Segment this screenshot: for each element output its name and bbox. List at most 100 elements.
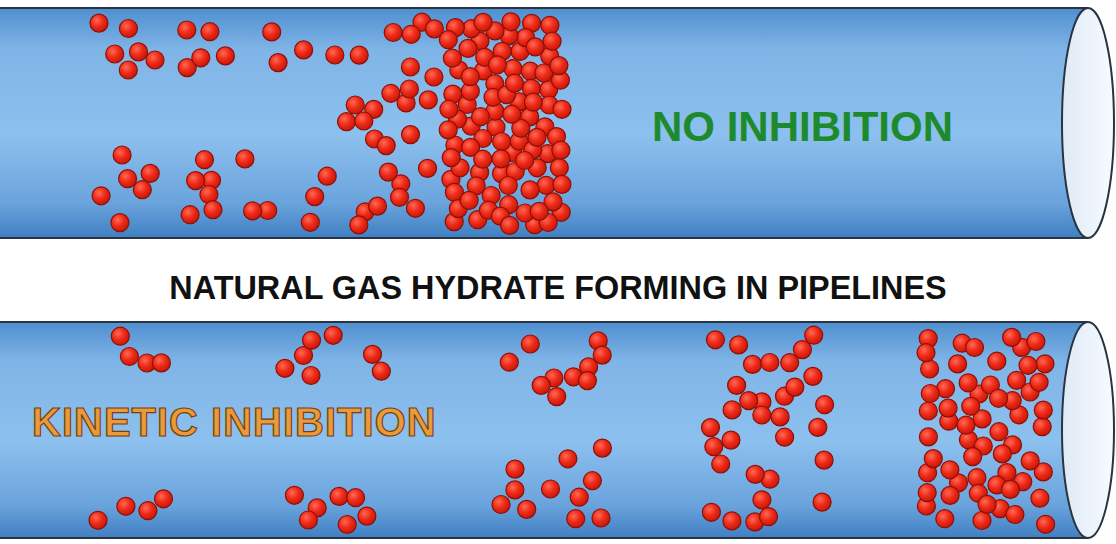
hydrate-particle bbox=[771, 408, 789, 426]
hydrate-particle bbox=[301, 213, 319, 231]
hydrate-particle bbox=[723, 401, 741, 419]
hydrate-particle bbox=[302, 367, 320, 385]
hydrate-particle bbox=[372, 362, 390, 380]
hydrate-particle bbox=[813, 493, 831, 511]
hydrate-particle bbox=[964, 448, 982, 466]
hydrate-particle bbox=[306, 188, 324, 206]
hydrate-particle bbox=[706, 331, 724, 349]
hydrate-particle bbox=[285, 486, 303, 504]
hydrate-particle bbox=[204, 201, 222, 219]
hydrate-particle bbox=[303, 331, 321, 349]
pipe-body bbox=[0, 8, 1088, 238]
hydrate-particle bbox=[92, 187, 110, 205]
hydrate-particle bbox=[1027, 333, 1045, 351]
hydrate-particle bbox=[276, 359, 294, 377]
hydrate-particle bbox=[402, 126, 420, 144]
hydrate-particle bbox=[384, 24, 402, 42]
hydrate-particle bbox=[379, 163, 397, 181]
hydrate-particle bbox=[119, 20, 137, 38]
hydrate-particle bbox=[263, 23, 281, 41]
hydrate-particle bbox=[1021, 452, 1039, 470]
hydrate-particle bbox=[593, 346, 611, 364]
hydrate-particle bbox=[419, 91, 437, 109]
hydrate-particle bbox=[919, 428, 937, 446]
hydrate-particle bbox=[425, 68, 443, 86]
hydrate-particle bbox=[146, 51, 164, 69]
hydrate-particle bbox=[111, 214, 129, 232]
hydrate-particle bbox=[492, 150, 510, 168]
hydrate-particle bbox=[1001, 480, 1019, 498]
hydrate-particle bbox=[439, 121, 457, 139]
pipe-label: NO INHIBITION bbox=[652, 106, 953, 148]
hydrate-particle bbox=[474, 150, 492, 168]
hydrate-particle bbox=[702, 503, 720, 521]
hydrate-particle bbox=[440, 100, 458, 118]
hydrate-particle bbox=[1037, 515, 1055, 533]
hydrate-particle bbox=[192, 49, 210, 67]
hydrate-particle bbox=[120, 348, 138, 366]
hydrate-particle bbox=[506, 460, 524, 478]
hydrate-particle bbox=[133, 181, 151, 199]
hydrate-particle bbox=[973, 512, 991, 530]
hydrate-particle bbox=[966, 339, 984, 357]
hydrate-particle bbox=[918, 484, 936, 502]
hydrate-particle bbox=[1034, 401, 1052, 419]
hydrate-particle bbox=[505, 74, 523, 92]
hydrate-particle bbox=[593, 439, 611, 457]
pipe-kinetic-inhibition: KINETIC INHIBITION bbox=[0, 318, 1116, 544]
hydrate-particle bbox=[532, 376, 550, 394]
hydrate-particle bbox=[201, 23, 219, 41]
hydrate-particle bbox=[815, 451, 833, 469]
hydrate-particle bbox=[443, 49, 461, 67]
hydrate-particle bbox=[492, 496, 510, 514]
hydrate-particle bbox=[702, 419, 720, 437]
hydrate-particle bbox=[921, 385, 939, 403]
hydrate-particle bbox=[553, 175, 571, 193]
hydrate-particle bbox=[181, 206, 199, 224]
hydrate-particle bbox=[369, 197, 387, 215]
hydrate-particle bbox=[141, 164, 159, 182]
hydrate-particle bbox=[553, 100, 571, 118]
pipe-body bbox=[0, 322, 1088, 538]
hydrate-particle bbox=[244, 202, 262, 220]
hydrate-particle bbox=[528, 128, 546, 146]
hydrate-particle bbox=[712, 455, 730, 473]
hydrate-particle bbox=[809, 418, 827, 436]
hydrate-particle bbox=[550, 159, 568, 177]
hydrate-particle bbox=[521, 181, 539, 199]
hydrate-particle bbox=[518, 500, 536, 518]
hydrate-particle bbox=[570, 488, 588, 506]
hydrate-particle bbox=[760, 508, 778, 526]
hydrate-particle bbox=[90, 14, 108, 32]
hydrate-particle bbox=[501, 216, 519, 234]
hydrate-particle bbox=[355, 112, 373, 130]
hydrate-particle bbox=[917, 344, 935, 362]
hydrate-particle bbox=[730, 336, 748, 354]
hydrate-particle bbox=[1036, 355, 1054, 373]
hydrate-particle bbox=[740, 392, 758, 410]
hydrate-particle bbox=[753, 491, 771, 509]
hydrate-particle bbox=[990, 423, 1008, 441]
hydrate-particle bbox=[722, 431, 740, 449]
hydrate-particle bbox=[406, 199, 424, 217]
hydrate-particle bbox=[89, 511, 107, 529]
hydrate-particle bbox=[442, 149, 460, 167]
hydrate-particle bbox=[130, 43, 148, 61]
hydrate-particle bbox=[488, 56, 506, 74]
hydrate-particle bbox=[919, 402, 937, 420]
hydrate-particle bbox=[959, 374, 977, 392]
hydrate-particle bbox=[550, 57, 568, 75]
hydrate-particle bbox=[936, 510, 954, 528]
hydrate-particle bbox=[419, 159, 437, 177]
hydrate-particle bbox=[401, 58, 419, 76]
hydrate-particle bbox=[324, 326, 342, 344]
hydrate-particle bbox=[318, 167, 336, 185]
pipe-end bbox=[1062, 8, 1114, 238]
hydrate-particle bbox=[299, 511, 317, 529]
pipe-no-inhibition: NO INHIBITION bbox=[0, 0, 1116, 245]
hydrate-particle bbox=[364, 345, 382, 363]
hydrate-particle bbox=[506, 481, 524, 499]
hydrate-particle bbox=[330, 487, 348, 505]
hydrate-particle bbox=[990, 389, 1008, 407]
hydrate-particle bbox=[1033, 418, 1051, 436]
